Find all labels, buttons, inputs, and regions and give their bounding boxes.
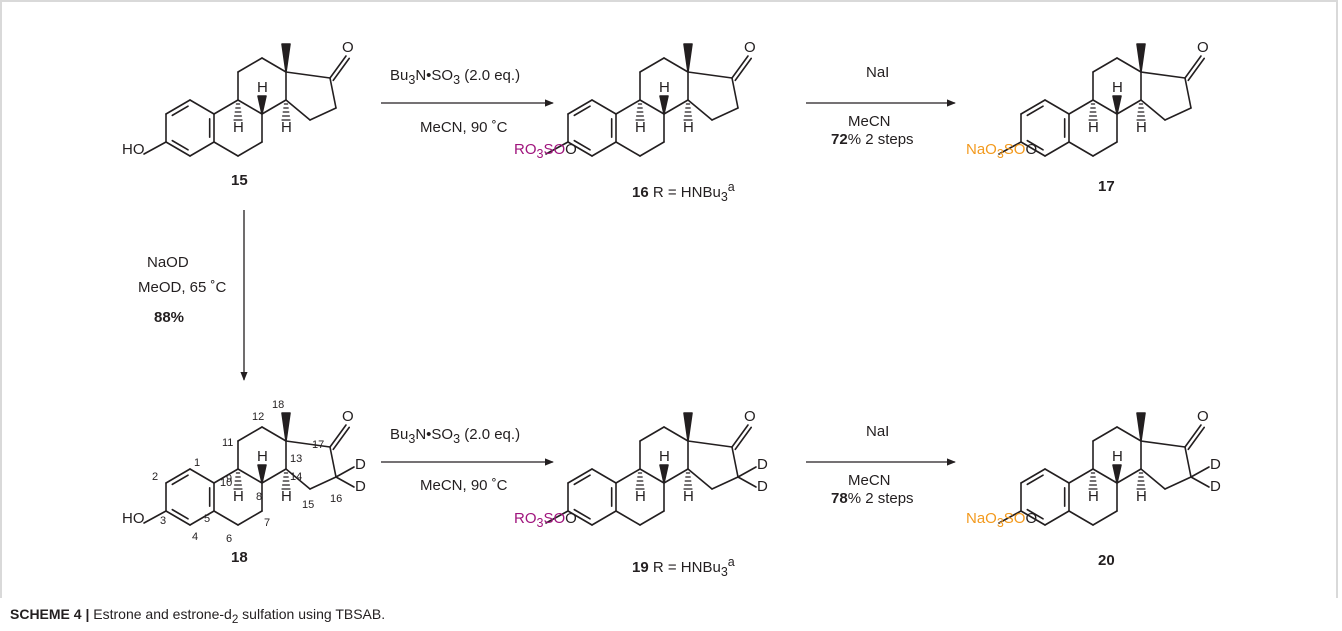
r5-reagent: NaI [866,423,890,440]
c20-h9: H [1088,488,1099,505]
r4-reagent: Bu3N•SO3 (2.0 eq.) [390,426,521,446]
figure-caption: SCHEME 4 | Estrone and estrone-d2 sulfat… [10,606,386,626]
c19-ketone-oxygen: O [744,408,756,425]
c17-sulfate-group: NaO3SOO [966,141,1038,162]
atom-number-10: 10 [220,477,233,489]
structure-c17 [998,43,1206,157]
r3-reagent: NaOD [147,254,189,271]
atom-number-3: 3 [160,515,167,527]
c19-h8: H [659,448,670,465]
c17-h9: H [1088,119,1099,136]
c15-ketone-oxygen: O [342,39,354,56]
r2-reagent: NaI [866,64,890,81]
c20-ketone-oxygen: O [1197,408,1209,425]
atom-number-5: 5 [204,513,211,525]
r5-solvent: MeCN [848,472,891,489]
structure-c19 [545,412,757,526]
atom-number-7: 7 [264,517,271,529]
r1-reagent: Bu3N•SO3 (2.0 eq.) [390,67,521,87]
atom-number-13: 13 [290,453,303,465]
atom-number-4: 4 [192,531,199,543]
c18-deuterium-a: D [355,456,366,473]
c20-h14: H [1136,488,1147,505]
atom-number-14: 14 [290,471,303,483]
structure-c20 [998,412,1210,526]
structure-c16 [545,43,753,157]
c18-h14: H [281,488,292,505]
compound-17-label: 17 [1098,178,1115,195]
compound-19-label: 19 R = HNBu3a [632,555,735,579]
c19-deuterium-b: D [757,478,768,495]
c16-h8: H [659,79,670,96]
c19-deuterium-a: D [757,456,768,473]
c18-h9: H [233,488,244,505]
r2-solvent: MeCN [848,113,891,130]
c18-h8: H [257,448,268,465]
c18-ketone-oxygen: O [342,408,354,425]
r3-solvent: MeOD, 65 ˚C [138,279,227,296]
c19-h9: H [635,488,646,505]
atom-number-9: 9 [226,473,233,485]
r2-yield: 72% 2 steps [831,131,914,148]
c16-ketone-oxygen: O [744,39,756,56]
c17-ketone-oxygen: O [1197,39,1209,56]
atom-number-8: 8 [256,491,263,503]
figure-frame [0,0,1338,598]
structure-c15 [143,43,351,157]
c19-sulfate-group: RO3SOO [514,510,577,531]
c15-h8: H [257,79,268,96]
c18-hydroxyl: HO [122,510,145,527]
compound-16-label: 16 R = HNBu3a [632,180,735,204]
atom-number-2: 2 [152,471,159,483]
atom-number-15: 15 [302,499,315,511]
r4-solvent: MeCN, 90 ˚C [420,477,508,494]
c19-h14: H [683,488,694,505]
c15-h9: H [233,119,244,136]
c18-deuterium-b: D [355,478,366,495]
c15-h14: H [281,119,292,136]
c17-h14: H [1136,119,1147,136]
c16-sulfate-group: RO3SOO [514,141,577,162]
r1-solvent: MeCN, 90 ˚C [420,119,508,136]
c20-sulfate-group: NaO3SOO [966,510,1038,531]
c20-deuterium-b: D [1210,478,1221,495]
r3-yield: 88% [154,309,185,326]
atom-number-16: 16 [330,493,343,505]
r5-yield: 78% 2 steps [831,490,914,507]
atom-number-11: 11 [222,437,234,449]
c20-h8: H [1112,448,1123,465]
c17-h8: H [1112,79,1123,96]
atom-number-6: 6 [226,533,233,545]
structure-c18 [143,412,355,526]
atom-number-12: 12 [252,411,265,423]
atom-number-18: 18 [272,399,285,411]
compound-20-label: 20 [1098,552,1115,569]
compound-18-label: 18 [231,549,248,566]
compound-15-label: 15 [231,172,248,189]
c16-h9: H [635,119,646,136]
c16-h14: H [683,119,694,136]
atom-number-17: 17 [312,439,325,451]
c15-hydroxyl: HO [122,141,145,158]
c20-deuterium-a: D [1210,456,1221,473]
reaction-scheme [143,43,1210,526]
atom-number-1: 1 [194,457,201,469]
